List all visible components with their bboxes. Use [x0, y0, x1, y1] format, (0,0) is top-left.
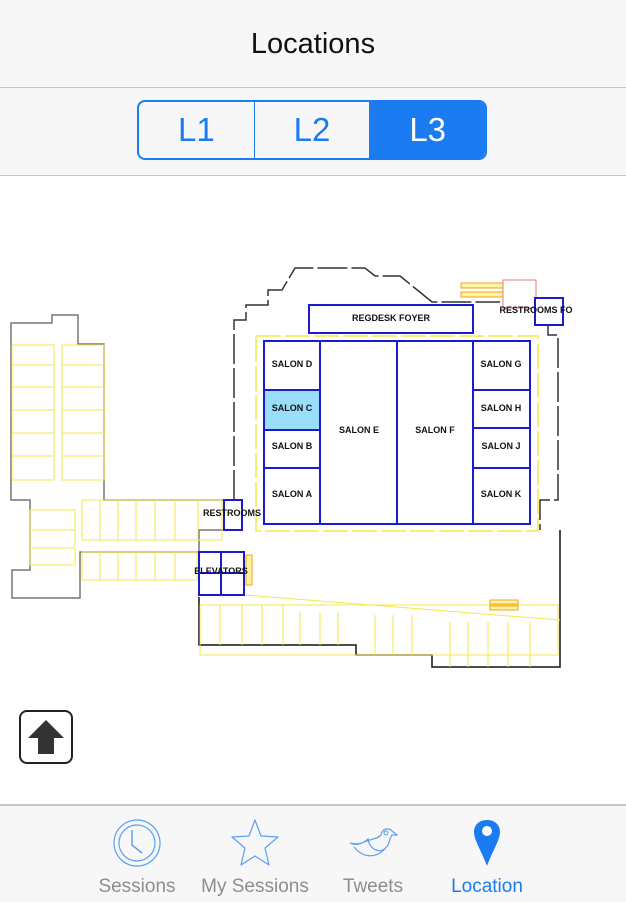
left-wing-wall — [10, 314, 241, 599]
stair-room — [502, 279, 537, 309]
tab-label: Location — [451, 876, 523, 897]
room-salon-e[interactable] — [319, 340, 398, 525]
tab-location[interactable]: Location — [427, 814, 547, 898]
room-restrooms-left[interactable] — [223, 499, 243, 531]
label-salon-e: SALON E — [339, 425, 379, 435]
label-salon-d: SALON D — [272, 359, 313, 369]
level-selector-bar: L1 L2 L3 — [0, 88, 626, 176]
label-regdesk-foyer: REGDESK FOYER — [352, 313, 431, 323]
label-salon-j: SALON J — [481, 441, 520, 451]
label-elevators: ELEVATORS — [194, 566, 248, 576]
parking-lines-left — [11, 344, 223, 581]
room-regdesk-foyer[interactable] — [308, 304, 474, 334]
right-wall — [537, 324, 559, 530]
room-restrooms-right[interactable] — [534, 297, 564, 326]
room-salon-k[interactable] — [472, 467, 531, 525]
label-salon-g: SALON G — [480, 359, 521, 369]
tab-sessions[interactable]: Sessions — [77, 814, 197, 898]
level-l3-button[interactable]: L3 — [370, 102, 485, 158]
navigation-bar: Locations — [0, 0, 626, 88]
level-up-button[interactable] — [19, 710, 73, 764]
room-salon-a[interactable] — [263, 467, 321, 525]
clock-icon — [113, 819, 161, 867]
tab-label: Sessions — [98, 876, 176, 897]
label-salon-c: SALON C — [272, 403, 313, 413]
label-restrooms-left: RESTROOMS — [203, 508, 261, 518]
prefunction-area — [255, 335, 539, 532]
level-segmented-control: L1 L2 L3 — [137, 100, 487, 160]
floor-plan-map[interactable]: REGDESK FOYER SALON D SALON C SALON B SA… — [0, 0, 626, 804]
tab-label: Tweets — [342, 876, 404, 897]
label-salon-k: SALON K — [481, 489, 522, 499]
parking-lines-bottom — [199, 594, 561, 667]
arrow-up-icon — [28, 720, 64, 754]
upper-wall — [233, 267, 500, 500]
tab-my-sessions[interactable]: My Sessions — [195, 814, 315, 898]
page-title: Locations — [250, 28, 376, 60]
label-restrooms-right: RESTROOMS FO — [499, 305, 572, 315]
star-icon — [231, 819, 279, 866]
level-l1-button[interactable]: L1 — [139, 102, 255, 158]
room-salon-h[interactable] — [472, 389, 531, 429]
tab-bar: Sessions My Sessions Tweets Location — [0, 804, 626, 902]
tab-tweets[interactable]: Tweets — [313, 814, 433, 898]
bird-icon — [349, 828, 398, 857]
bottom-wall — [198, 530, 561, 668]
label-salon-h: SALON H — [481, 403, 522, 413]
label-salon-f: SALON F — [415, 425, 455, 435]
label-salon-a: SALON A — [272, 489, 313, 499]
room-salon-f[interactable] — [396, 340, 474, 525]
map-pin-icon — [474, 820, 500, 866]
label-salon-b: SALON B — [272, 441, 313, 451]
tab-label: My Sessions — [201, 876, 309, 897]
level-l2-button[interactable]: L2 — [255, 102, 371, 158]
